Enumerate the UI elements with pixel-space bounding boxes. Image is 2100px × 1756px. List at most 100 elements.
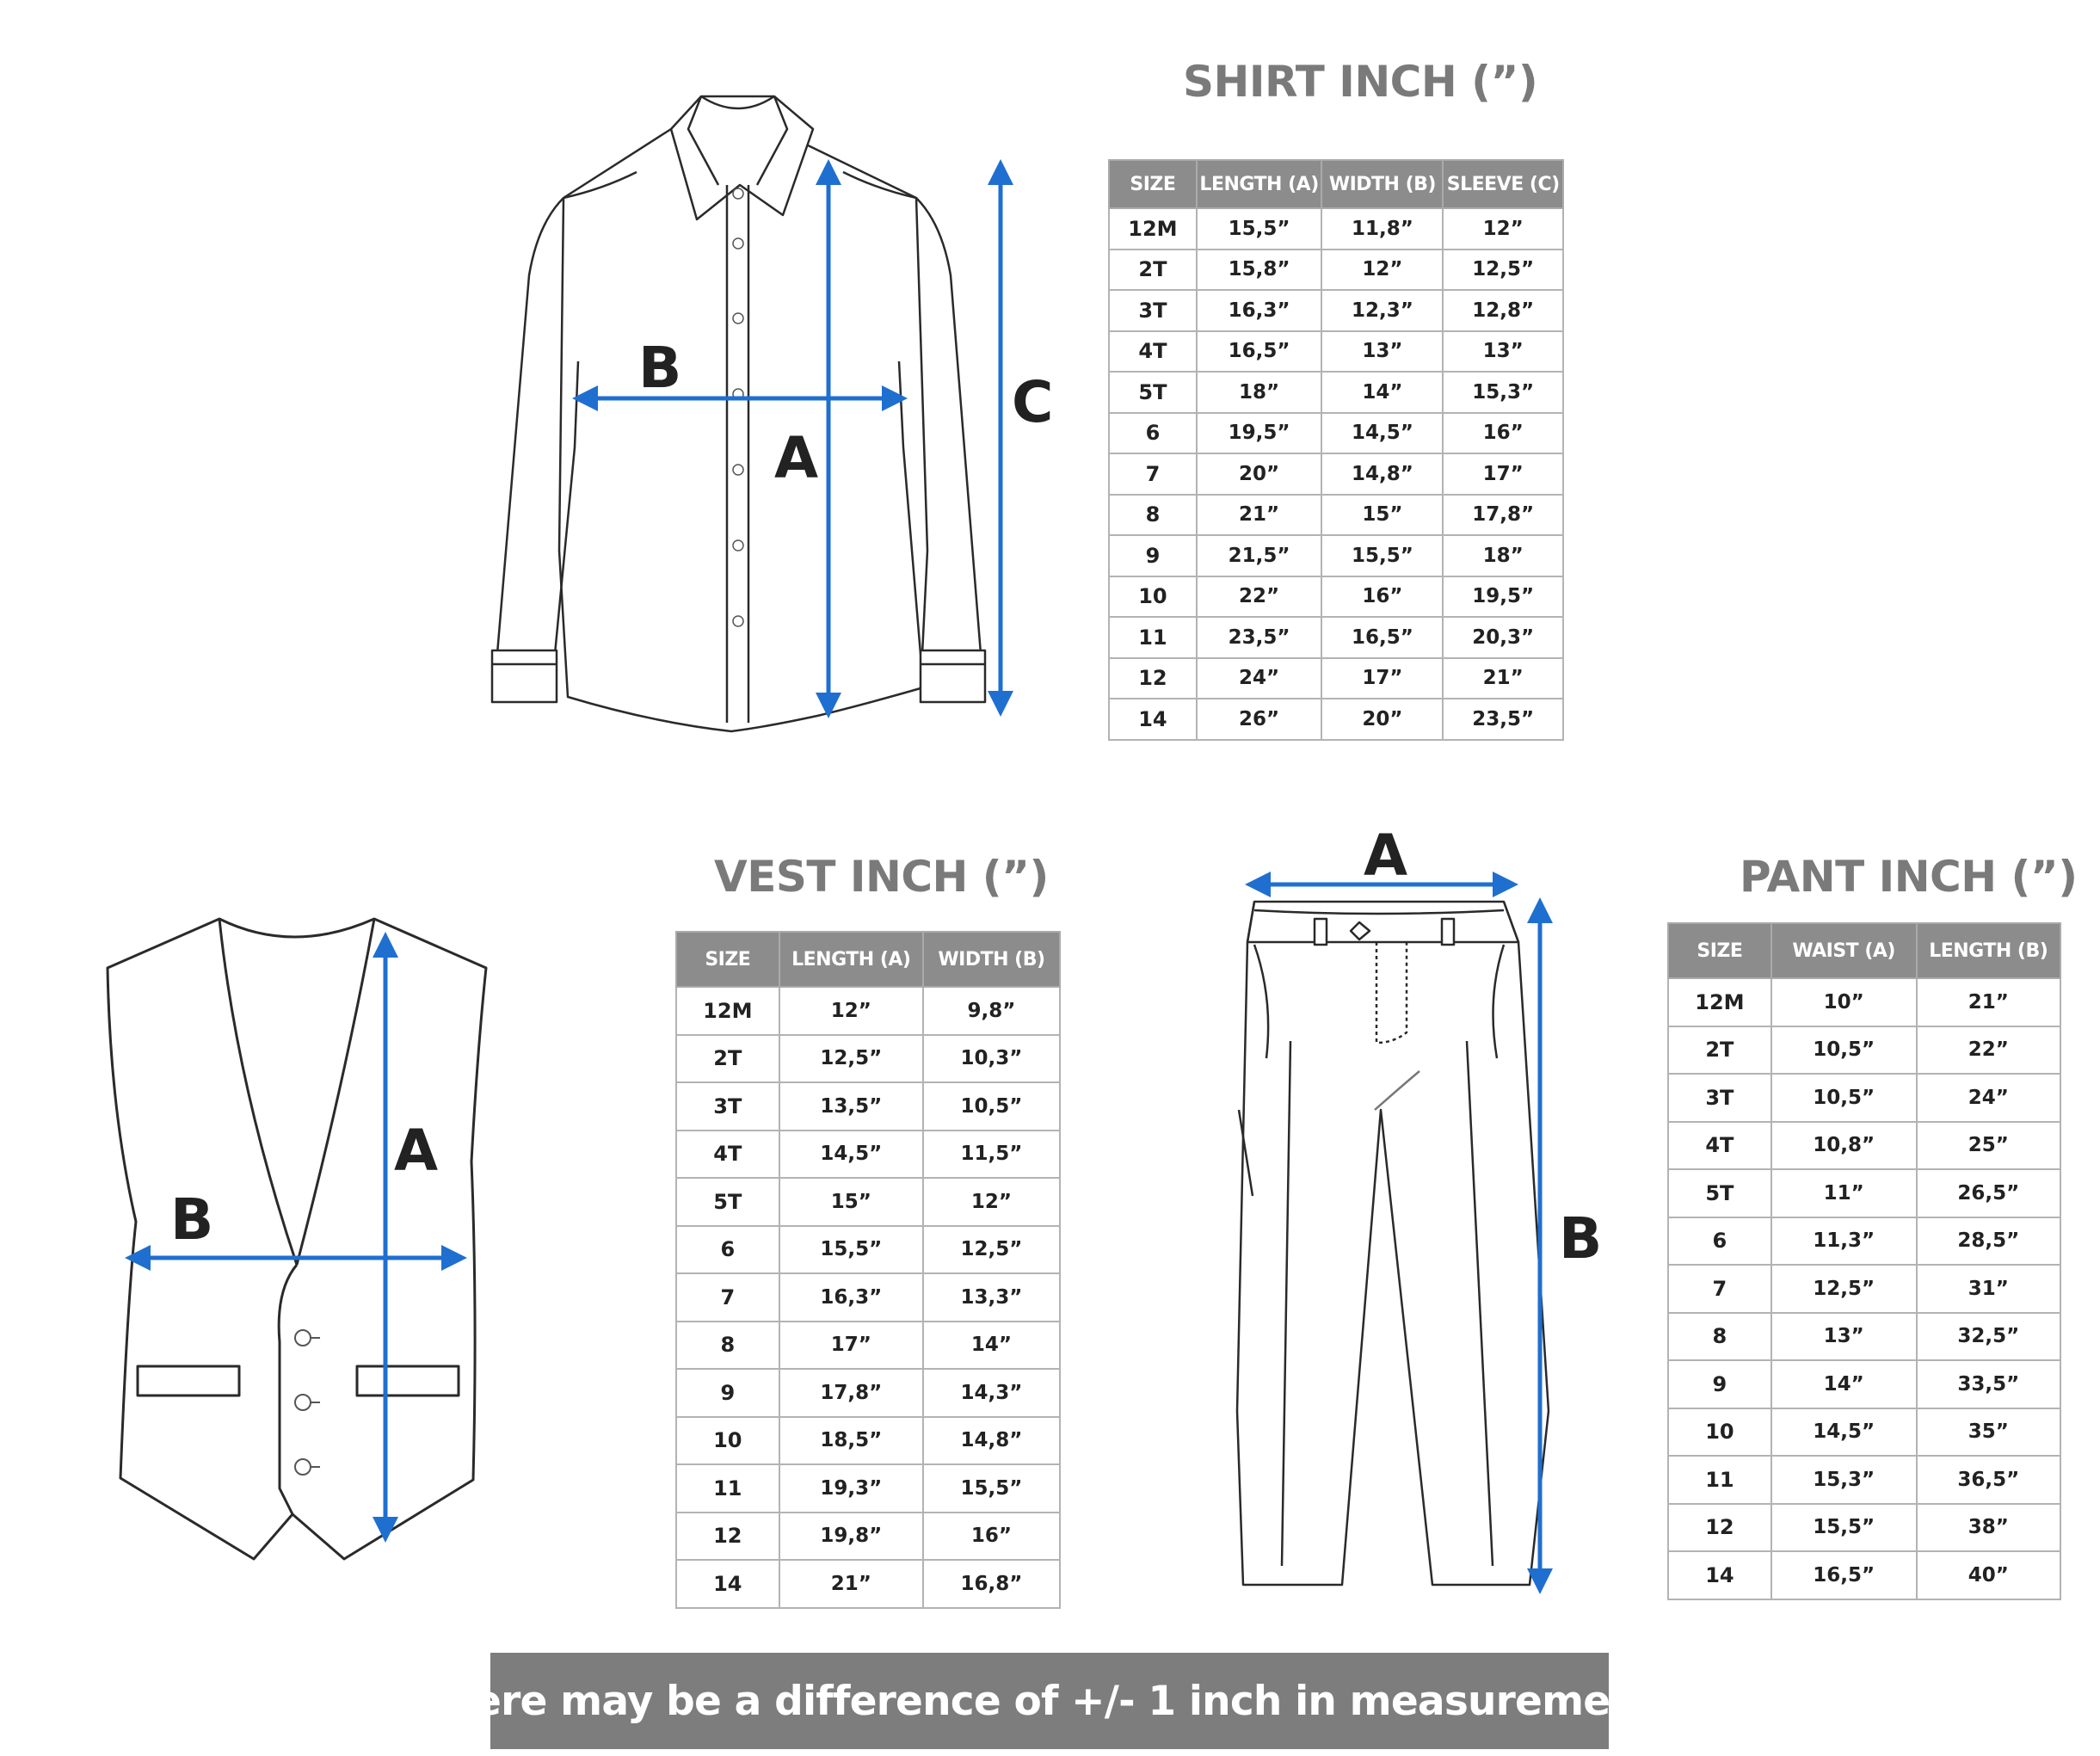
- measurement-cell: 9,8”: [921, 986, 1062, 1036]
- measurement-cell: 24”: [1195, 656, 1323, 699]
- measurement-cell: 19,5”: [1442, 575, 1564, 618]
- measurement-cell: 12”: [1442, 207, 1564, 250]
- measurement-cell: 11,3”: [1770, 1216, 1918, 1266]
- measurement-cell: 25”: [1915, 1120, 2062, 1170]
- vest-title: VEST INCH (”): [714, 852, 1049, 902]
- measurement-cell: 15,5”: [1770, 1502, 1918, 1552]
- size-cell: 14: [1667, 1550, 1772, 1600]
- column-header: WIDTH (B): [1321, 159, 1444, 209]
- size-cell: 8: [1667, 1311, 1772, 1361]
- measurement-cell: 21”: [1915, 977, 2062, 1027]
- measurement-cell: 15,5”: [1195, 207, 1323, 250]
- measurement-cell: 14”: [1770, 1359, 1918, 1409]
- measurement-cell: 38”: [1915, 1502, 2062, 1552]
- column-header: LENGTH (A): [1195, 159, 1323, 209]
- measurement-cell: 12,8”: [1442, 289, 1564, 332]
- measurement-cell: 35”: [1915, 1407, 2062, 1457]
- column-header: WAIST (A): [1770, 922, 1918, 979]
- measurement-cell: 16,3”: [1195, 289, 1323, 332]
- size-cell: 11: [675, 1463, 780, 1513]
- measurement-cell: 14,3”: [921, 1368, 1062, 1418]
- column-header: SIZE: [675, 931, 780, 988]
- measurement-cell: 12”: [921, 1177, 1062, 1227]
- size-cell: 5T: [1108, 371, 1198, 414]
- pant-label-a: A: [1364, 826, 1407, 889]
- measurement-cell: 16,3”: [778, 1272, 924, 1322]
- measurement-cell: 20,3”: [1442, 616, 1564, 659]
- measurement-cell: 16”: [1442, 411, 1564, 454]
- measurement-cell: 21”: [1442, 656, 1564, 699]
- measurement-cell: 24”: [1915, 1073, 2062, 1123]
- measurement-cell: 21”: [1195, 493, 1323, 536]
- measurement-cell: 19,3”: [778, 1463, 924, 1513]
- size-cell: 7: [1108, 453, 1198, 496]
- size-cell: 11: [1667, 1455, 1772, 1505]
- pant-title: PANT INCH (”): [1740, 852, 2078, 902]
- column-header: SLEEVE (C): [1442, 159, 1564, 209]
- measurement-cell: 15,3”: [1770, 1455, 1918, 1505]
- measurement-cell: 17”: [1442, 453, 1564, 496]
- measurement-cell: 16,5”: [1321, 616, 1444, 659]
- size-cell: 7: [1667, 1264, 1772, 1314]
- measurement-cell: 11,8”: [1321, 207, 1444, 250]
- size-cell: 4T: [675, 1129, 780, 1179]
- measurement-cell: 10,5”: [1770, 1073, 1918, 1123]
- size-cell: 8: [675, 1320, 780, 1370]
- size-cell: 2T: [1667, 1025, 1772, 1075]
- column-header: WIDTH (B): [921, 931, 1062, 988]
- measurement-cell: 36,5”: [1915, 1455, 2062, 1505]
- measurement-cell: 12,5”: [1442, 248, 1564, 291]
- measurement-cell: 12,3”: [1321, 289, 1444, 332]
- size-cell: 10: [1108, 575, 1198, 618]
- measurement-cell: 26”: [1195, 698, 1323, 741]
- measurement-cell: 11,5”: [921, 1129, 1062, 1179]
- measurement-cell: 33,5”: [1915, 1359, 2062, 1409]
- column-header: LENGTH (B): [1915, 922, 2062, 979]
- measurement-cell: 14,5”: [778, 1129, 924, 1179]
- measurement-cell: 14,5”: [1321, 411, 1444, 454]
- measurement-cell: 23,5”: [1442, 698, 1564, 741]
- measurement-cell: 28,5”: [1915, 1216, 2062, 1266]
- measurement-cell: 17”: [778, 1320, 924, 1370]
- size-cell: 6: [675, 1224, 780, 1274]
- measurement-cell: 15,5”: [1321, 534, 1444, 577]
- vest-label-a: A: [394, 1118, 438, 1184]
- shirt-label-c: C: [1012, 369, 1053, 435]
- size-cell: 12: [675, 1511, 780, 1561]
- measurement-cell: 12,5”: [921, 1224, 1062, 1274]
- size-cell: 12M: [1108, 207, 1198, 250]
- measurement-cell: 10,5”: [1770, 1025, 1918, 1075]
- measurement-cell: 15”: [778, 1177, 924, 1227]
- measurement-cell: 18”: [1195, 371, 1323, 414]
- measurement-cell: 17,8”: [1442, 493, 1564, 536]
- measurement-cell: 16,5”: [1770, 1550, 1918, 1600]
- measurement-cell: 21”: [778, 1559, 924, 1609]
- shirt-label-a: A: [774, 425, 818, 491]
- measurement-cell: 20”: [1321, 698, 1444, 741]
